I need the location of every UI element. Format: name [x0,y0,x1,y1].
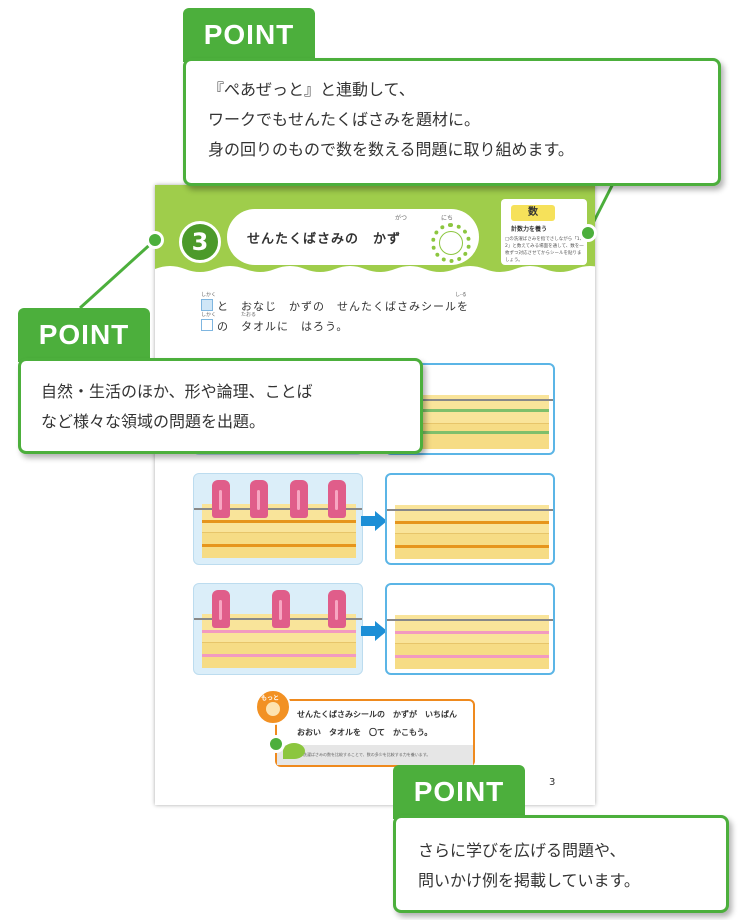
worksheet-title: せんたくばさみの かず [247,232,402,247]
callout-1-line-2: ワークでもせんたくばさみを題材に。 [208,110,481,129]
empty-square-icon [201,319,213,331]
extension-note: 洗濯ばさみの数を比較することで、数の多少を比較する力を養います。 [277,745,473,765]
colored-square-icon [201,299,213,311]
towel-panel-with-clips-3 [193,583,363,675]
towel-panel-with-clips-2 [193,473,363,565]
instruction-line-2: の タオルに はろう。 [217,320,349,333]
extension-question-line-1: せんたくばさみシールの かずが いちばん [297,710,457,719]
callout-1-line-3: 身の回りのもので数を数える問題に取り組めます。 [208,140,574,159]
callout-3-line-2: 問いかけ例を掲載しています。 [418,871,640,890]
callout-2-line-2: など様々な領域の問題を出題。 [41,412,266,431]
clothespin-icon [328,480,346,518]
ruby-shikaku-2: しかく [201,312,217,318]
extension-question-line-2: おおい タオルを 〇て かこもう。 [297,728,433,737]
clothespin-icon [328,590,346,628]
worksheet-page: 3 せんたくばさみの かず がつ にち 数 計数力を養う □の洗濯ばさみを指でさ… [155,185,595,805]
leaf-icon [283,743,305,759]
furigana-day: にち [441,215,454,222]
motto-label: もっと [261,695,280,702]
subject-card: 数 計数力を養う □の洗濯ばさみを指でさしながら「1、2」と数えてみる場面を通し… [501,199,587,265]
clothespin-icon [290,480,308,518]
extension-question-box: せんたくばさみシールの かずが いちばん おおい タオルを 〇て かこもう。 洗… [275,699,475,767]
point-tab-3: POINT [393,765,525,819]
connector-dot [146,231,164,249]
clothespin-icon [212,480,230,518]
callout-3-line-1: さらに学びを広げる問題や、 [418,841,626,860]
page-number: 3 [549,777,556,788]
point-callout-1: 『ぺあぜっと』と連動して、 ワークでもせんたくばさみを題材に。 身の回りのもので… [183,58,721,186]
subject-description: □の洗濯ばさみを指でさしながら「1、2」と数えてみる場面を通して、数を一枚ずつ対… [505,237,585,263]
ruby-taoru: たおる [241,312,257,318]
callout-2-line-1: 自然・生活のほか、形や論理、ことば [41,382,313,401]
empty-towel-panel-3[interactable] [385,583,555,675]
empty-towel-panel-2[interactable] [385,473,555,565]
clothespin-icon [250,480,268,518]
child-face-icon [266,702,280,716]
lesson-number: 3 [179,221,221,263]
point-tab-1: POINT [183,8,315,62]
clothespin-icon [272,590,290,628]
callout-1-line-1: 『ぺあぜっと』と連動して、 [208,80,415,99]
ruby-shiiru: し-る [455,292,467,298]
instruction-text: と おなじ かずの せんたくばさみシールを の タオルに はろう。 [201,297,469,337]
motto-badge-icon: もっと [255,689,291,725]
arrow-right-icon [361,511,387,531]
point-callout-3: さらに学びを広げる問題や、 問いかけ例を掲載しています。 [393,815,729,913]
title-pill: せんたくばさみの かず がつ にち [227,209,479,265]
connector-dot [579,224,597,242]
clothespin-icon [212,590,230,628]
point-tab-2: POINT [18,308,150,362]
arrow-right-icon [361,621,387,641]
header-wave [155,266,595,283]
subject-subtitle: 計数力を養う [511,226,548,233]
furigana-month: がつ [395,215,408,222]
point-callout-2: 自然・生活のほか、形や論理、ことば など様々な領域の問題を出題。 [18,358,423,454]
connector-dot [267,735,285,753]
instruction-line-1: と おなじ かずの せんたくばさみシールを [217,300,469,313]
date-stamp-circle [431,223,471,263]
subject-badge: 数 [511,205,555,221]
ruby-shikaku: しかく [201,292,217,298]
